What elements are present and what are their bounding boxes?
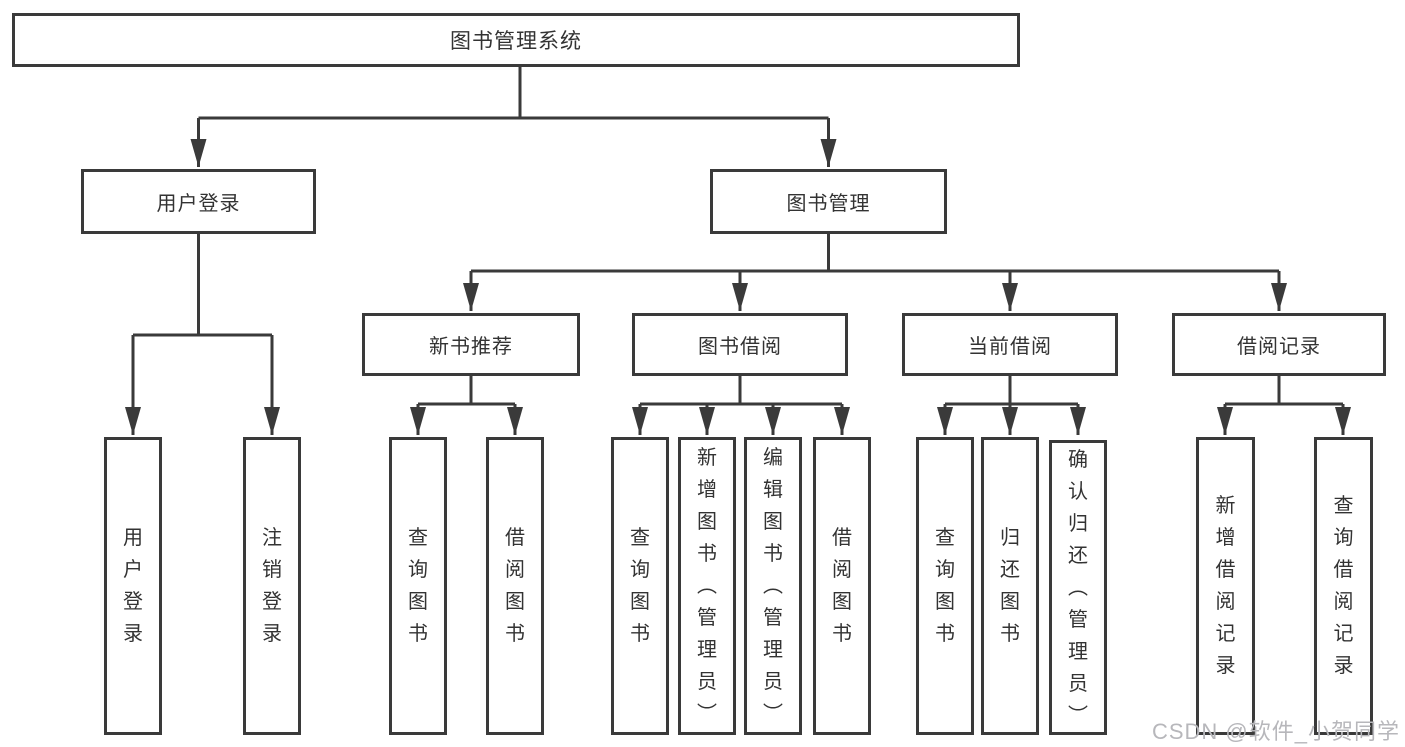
vertical-label-char: 图	[1000, 591, 1020, 613]
vertical-label-char: 记	[1333, 623, 1354, 645]
vertical-label-char: 归	[1000, 527, 1020, 549]
vertical-label-char: 理	[697, 639, 717, 661]
vertical-label-char: 新	[697, 447, 717, 469]
vertical-label-char: 借	[505, 527, 525, 549]
node-leaf-query-books-recommend: 查询图书	[389, 437, 447, 735]
vertical-label-char: 户	[123, 559, 143, 581]
vertical-label-char: 阅	[505, 559, 525, 581]
vertical-label-char: 认	[1068, 480, 1088, 503]
vertical-label-char: 录	[262, 623, 282, 645]
vertical-label-char: 借	[1215, 559, 1236, 581]
node-leaf-borrow-books: 借阅图书	[813, 437, 871, 735]
node-leaf-add-borrow-record: 新增借阅记录	[1196, 437, 1255, 735]
node-leaf-edit-books-admin: 编辑图书 ︵ 管理员 ︶	[744, 437, 802, 735]
vertical-label-char: 图	[505, 591, 525, 613]
vertical-label-char: ︶	[697, 703, 717, 725]
vertical-label-char: 编	[763, 447, 783, 469]
vertical-label-char: 登	[262, 591, 282, 613]
vertical-label-char: 书	[505, 623, 525, 645]
vertical-label-char: 还	[1000, 559, 1020, 581]
vertical-label-char: ︶	[1068, 704, 1088, 727]
vertical-label-char: 询	[630, 559, 650, 581]
vertical-label-char: 书	[630, 623, 650, 645]
vertical-label-char: 注	[262, 527, 282, 549]
vertical-label-char: ︵	[697, 575, 717, 597]
vertical-label-char: 记	[1215, 623, 1236, 645]
vertical-label-char: 还	[1068, 544, 1088, 567]
vertical-label-char: 理	[763, 639, 783, 661]
node-leaf-query-books-current: 查询图书	[916, 437, 974, 735]
node-leaf-add-books-admin: 新增图书 ︵ 管理员 ︶	[678, 437, 736, 735]
node-leaf-confirm-return-admin: 确认归还 ︵ 管理员 ︶	[1049, 440, 1107, 735]
node-user-login: 用户登录	[81, 169, 316, 234]
vertical-label-char: 图	[763, 511, 783, 533]
vertical-label-char: 书	[1000, 623, 1020, 645]
node-borrowing-records: 借阅记录	[1172, 313, 1386, 376]
vertical-label-char: 查	[935, 527, 955, 549]
vertical-label-char: 员	[697, 671, 717, 693]
vertical-label-char: 辑	[763, 479, 783, 501]
vertical-label-char: 归	[1068, 512, 1088, 535]
vertical-label-char: 查	[630, 527, 650, 549]
vertical-label-char: 管	[697, 607, 717, 629]
vertical-label-char: 借	[832, 527, 852, 549]
node-current-borrowing: 当前借阅	[902, 313, 1118, 376]
vertical-label-char: ︶	[763, 703, 783, 725]
vertical-label-char: 用	[123, 527, 143, 549]
vertical-label-char: 管	[1068, 608, 1088, 631]
vertical-label-char: 管	[763, 607, 783, 629]
vertical-label-char: 书	[763, 543, 783, 565]
node-leaf-logout: 注销登录	[243, 437, 301, 735]
vertical-label-char: 销	[262, 559, 282, 581]
vertical-label-char: 员	[1068, 672, 1088, 695]
vertical-label-char: 图	[630, 591, 650, 613]
vertical-label-char: 新	[1215, 495, 1236, 517]
node-leaf-user-login: 用户登录	[104, 437, 162, 735]
vertical-label-char: 书	[832, 623, 852, 645]
node-book-management: 图书管理	[710, 169, 947, 234]
vertical-label-char: 增	[1215, 527, 1236, 549]
vertical-label-char: 书	[408, 623, 428, 645]
vertical-label-char: 借	[1333, 559, 1354, 581]
vertical-label-char: 图	[408, 591, 428, 613]
node-leaf-query-books-borrowing: 查询图书	[611, 437, 669, 735]
vertical-label-char: 录	[1215, 655, 1236, 677]
node-new-book-recommendation: 新书推荐	[362, 313, 580, 376]
vertical-label-char: 阅	[832, 559, 852, 581]
vertical-label-char: 查	[408, 527, 428, 549]
vertical-label-char: 询	[935, 559, 955, 581]
node-leaf-borrow-books-recommend: 借阅图书	[486, 437, 544, 735]
node-leaf-return-books: 归还图书	[981, 437, 1039, 735]
node-library-management-system: 图书管理系统	[12, 13, 1020, 67]
vertical-label-char: 登	[123, 591, 143, 613]
vertical-label-char: 阅	[1333, 591, 1354, 613]
vertical-label-char: 确	[1068, 448, 1088, 471]
vertical-label-char: 增	[697, 479, 717, 501]
vertical-label-char: ︵	[763, 575, 783, 597]
vertical-label-char: 图	[697, 511, 717, 533]
vertical-label-char: 书	[697, 543, 717, 565]
node-leaf-query-borrow-record: 查询借阅记录	[1314, 437, 1373, 735]
vertical-label-char: ︵	[1068, 576, 1088, 599]
node-book-borrowing: 图书借阅	[632, 313, 848, 376]
watermark: CSDN @软件_小贺同学	[1151, 719, 1400, 744]
vertical-label-char: 图	[832, 591, 852, 613]
vertical-label-char: 图	[935, 591, 955, 613]
vertical-label-char: 阅	[1215, 591, 1236, 613]
vertical-label-char: 员	[763, 671, 783, 693]
vertical-label-char: 询	[408, 559, 428, 581]
vertical-label-char: 询	[1333, 527, 1354, 549]
vertical-label-char: 理	[1068, 640, 1088, 663]
vertical-label-char: 录	[1333, 655, 1354, 677]
vertical-label-char: 书	[935, 623, 955, 645]
vertical-label-char: 录	[123, 623, 143, 645]
vertical-label-char: 查	[1333, 495, 1354, 517]
